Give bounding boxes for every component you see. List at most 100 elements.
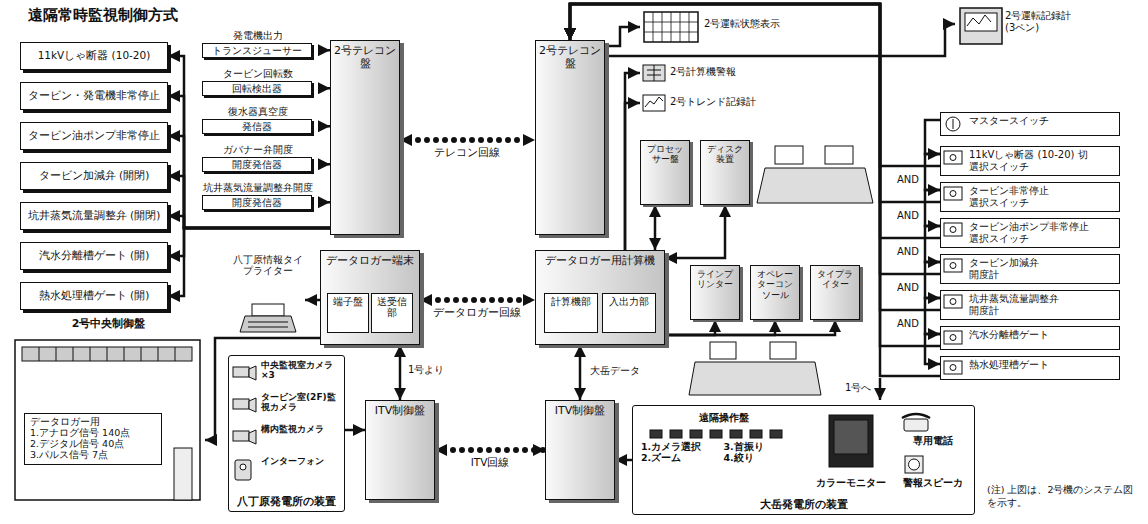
unit-box: データロガー用1.アナログ信号 140点2.デジタル信号 40点3.パルス信号 … [24, 413, 162, 465]
control-item-box: タービン油ポンプ非常停止 [20, 122, 168, 150]
control-item-box: タービン油ポンプ非常停止選択スイッチ [940, 218, 1120, 248]
node-text: 大岳発電所の装置 [633, 499, 974, 512]
control-item-box: 熱水処理槽ゲート (開) [20, 282, 168, 310]
node-text: 熱水処理槽ゲート [969, 359, 1115, 371]
node-text: 11kVしゃ断器 (10-20) [25, 49, 163, 61]
signal-arrow [570, 4, 940, 346]
sensor-box: 復水器真空度発信器 [198, 106, 318, 134]
signal-arrow [665, 320, 835, 335]
node-text: 1.カメラ選択 [641, 442, 724, 453]
signal-arrow [605, 27, 640, 46]
signal-arrow [318, 87, 330, 90]
control-item-box: タービン加減弁 (開閉) [20, 162, 168, 190]
control-item-box: 坑井蒸気流量調整弁開度計 [940, 290, 1120, 320]
node-text: ITV制御盤 [369, 405, 431, 418]
node-text: トランスジューサー [202, 43, 312, 59]
telephone-icon [902, 414, 930, 431]
node-text: 開度発信器 [202, 195, 312, 211]
unit-box: 端子盤 [327, 293, 369, 333]
device-label: タービン室(2F)監視カメラ [261, 392, 343, 420]
signal-arrow [625, 103, 640, 250]
node-text: 坑井蒸気流量調整弁 (開閉) [25, 209, 163, 221]
line-label: ITV回線 [469, 456, 512, 470]
cabinet-panel: 2号テレコン盤 [330, 40, 400, 235]
device-label: 2号運転記録計(3ペン) [955, 4, 1095, 48]
control-building [15, 340, 200, 500]
control-item-box: 汽水分離槽ゲート [940, 326, 1120, 350]
cabinet-panel: ディスク装置 [700, 140, 750, 205]
annotation: 大岳データ [588, 364, 642, 378]
device-label: 構内監視カメラ [261, 424, 343, 452]
node-text: 計算機部 [547, 297, 595, 308]
node-text: 2号運転状態表示 [704, 18, 800, 30]
node-text: 2号トレンド記録計 [670, 96, 790, 108]
node-text: 選択スイッチ [969, 161, 1115, 173]
control-item-box: 11kVしゃ断器 (10-20) [20, 42, 168, 70]
node-text: インターフォン [261, 456, 343, 466]
signal-arrow [570, 4, 940, 166]
control-item-box: タービン非常停止選択スイッチ [940, 182, 1120, 212]
node-text: 熱水処理槽ゲート (開) [25, 289, 163, 301]
node-text: 開度計 [969, 269, 1115, 281]
node-text: タービン加減弁 (開閉) [25, 169, 163, 181]
node-text: タービン回転数 [198, 68, 318, 80]
signal-arrow [168, 96, 330, 228]
line-label: テレコン回線 [432, 146, 502, 160]
annotation: AND [895, 282, 921, 293]
communication-line [400, 137, 535, 143]
device-label: 2号トレンド記録計 [640, 92, 790, 114]
node-text: 八丁原発電所の装置 [229, 496, 344, 509]
node-text: タービン・発電機非常停止 [25, 89, 163, 101]
node-text: 遠隔操作盤 [641, 412, 806, 424]
signal-arrow [168, 216, 330, 228]
device-label: カラーモニター [815, 412, 887, 490]
node-text: ITV制御盤 [549, 405, 611, 418]
sensor-box: 坑井蒸気流量調整弁開度開度発信器 [198, 182, 318, 210]
device-label: 2号計算機警報 [640, 62, 790, 84]
node-text: 復水器真空度 [198, 106, 318, 118]
node-text: タービン油ポンプ非常停止 [969, 221, 1115, 233]
node-text: 警報スピーカ [895, 477, 971, 489]
cabinet-panel: オペレーターコンソール [750, 265, 800, 320]
node-text: 発電機出力 [198, 30, 318, 42]
node-text: (3ペン) [1005, 22, 1095, 34]
signal-arrow [168, 56, 330, 228]
device-label: 八丁原情報タイプライター [230, 255, 305, 335]
sensor-box: 発電機出力トランスジューサー [198, 30, 318, 58]
node-text: データロガー用 [30, 417, 156, 428]
node-text: 汽水分離槽ゲート [969, 329, 1115, 341]
node-text: 選択スイッチ [969, 197, 1115, 209]
node-text: タービン室(2F)監視カメラ [261, 392, 343, 413]
node-text: 八丁原情報タイプライター [230, 255, 305, 277]
node-text: 2.デジタル信号 40点 [30, 439, 156, 450]
node-text: ×3 [261, 370, 275, 380]
signal-arrow [168, 228, 330, 296]
node-text: タービン加減弁 [969, 257, 1115, 269]
sensor-box: タービン回転数回転検出器 [198, 68, 318, 96]
cabinet-panel: 2号テレコン盤 [535, 40, 605, 235]
typewriter-icon [240, 304, 296, 332]
signal-arrow [570, 4, 940, 376]
node-text: 汽水分離槽ゲート (開) [25, 249, 163, 261]
annotation: AND [895, 318, 921, 329]
signal-arrow [615, 459, 632, 462]
camera-icons [233, 366, 256, 444]
node-text: ディスク装置 [703, 144, 747, 165]
signal-arrow [654, 205, 657, 250]
node-text: プロセッサー盤 [643, 144, 687, 165]
control-item-box: マスタースイッチ [940, 112, 1120, 136]
node-text: 端子盤 [330, 297, 366, 308]
speaker-icon [905, 456, 923, 473]
control-item-box: タービン加減弁開度計 [940, 254, 1120, 284]
signal-arrow [399, 345, 402, 400]
device-label: 2号運転状態表示 [640, 10, 800, 44]
signal-arrow [570, 4, 940, 274]
node-text: タービン非常停止 [969, 185, 1115, 197]
cabinet-panel: ITV制御盤 [365, 400, 435, 500]
device-label: 中央監視室カメラ×3 [261, 360, 343, 388]
signal-arrow [925, 190, 940, 226]
signal-arrow [570, 4, 940, 202]
alarm-panel-icon [643, 65, 665, 81]
line-label: データロガー回線 [431, 306, 523, 320]
signal-arrow [925, 154, 940, 190]
